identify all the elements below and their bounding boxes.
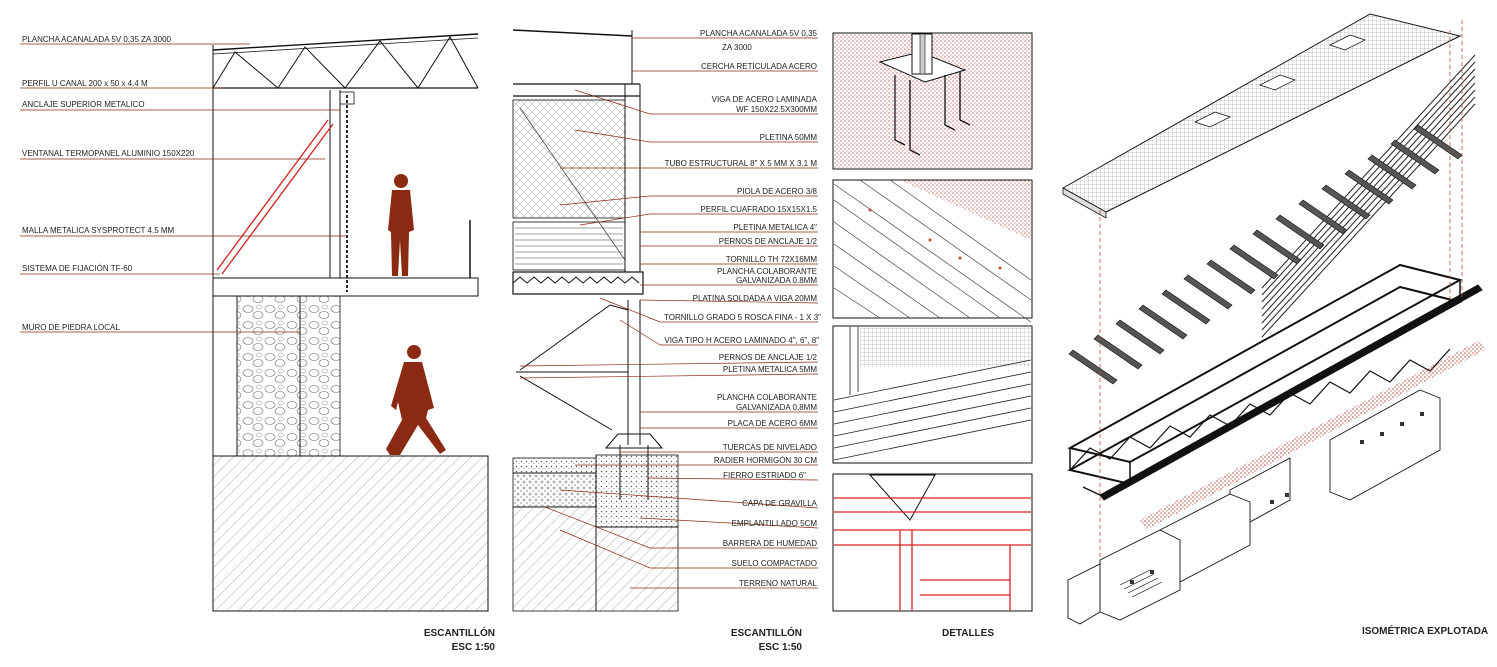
label-ventanal: VENTANAL TERMOPANEL ALUMINIO 150X220 xyxy=(22,149,195,158)
scale-escantillon-1: ESC 1:50 xyxy=(452,642,496,653)
window-red xyxy=(216,119,334,275)
label-pernos-2: PERNOS DE ANCLAJE 1/2 xyxy=(719,353,818,362)
stone-wall-inner xyxy=(299,295,341,457)
soil-hatch-right xyxy=(595,526,679,612)
composite-deck xyxy=(512,271,644,295)
guide-lines xyxy=(1099,20,1463,560)
section-1-escantillon: PLANCHA ACANALADA 5V 0,35 ZA 3000 PERFIL… xyxy=(20,33,496,653)
leader-lines-s1 xyxy=(20,43,347,333)
label-plancha-acanalada: PLANCHA ACANALADA 5V 0,35 ZA 3000 xyxy=(22,35,172,44)
mesh-panel xyxy=(512,99,626,219)
bracket-pieces xyxy=(1068,124,1463,385)
detail-anchor-plate xyxy=(832,32,1033,170)
label-perfil-u-canal: PERFIL U CANAL 200 x 50 x 4.4 M xyxy=(22,79,148,88)
ground-hatch xyxy=(212,455,489,612)
label-perfil-cuafrado: PERFIL CUAFRADO 15X15X1.5 xyxy=(700,205,817,214)
label-tornillo-th: TORNILLO TH 72X16MM xyxy=(726,255,818,264)
label-fierro: FIERRO ESTRIADO 6" xyxy=(723,471,806,480)
soil-hatch-left xyxy=(512,506,597,612)
building-walls xyxy=(1067,389,1441,625)
scale-escantillon-2: ESC 1:50 xyxy=(759,642,803,653)
roof-truss xyxy=(212,33,479,89)
section-3-detalles: DETALLES xyxy=(832,32,1033,639)
title-isometrica: ISOMÉTRICA EXPLOTADA xyxy=(1362,624,1488,637)
label-za-3000: ZA 3000 xyxy=(722,43,752,52)
label-suelo: SUELO COMPACTADO xyxy=(732,559,818,568)
truss-frame xyxy=(1067,263,1483,501)
label-radier: RADIER HORMIGÓN 30 CM xyxy=(714,456,817,465)
label-anclaje-superior: ANCLAJE SUPERIOR METALICO xyxy=(22,100,145,109)
floor-slab xyxy=(212,277,479,297)
label-terreno: TERRENO NATURAL xyxy=(739,579,818,588)
label-pletina-50: PLETINA 50MM xyxy=(760,133,818,142)
label-placa-acero: PLACA DE ACERO 6MM xyxy=(728,419,818,428)
title-escantillon-2: ESCANTILLÓN xyxy=(731,626,802,639)
red-mesh-strip xyxy=(1140,340,1485,530)
label-malla-metalica: MALLA METALICA SYSPROTECT 4.5 MM xyxy=(22,226,175,235)
label-tubo-estructural: TUBO ESTRUCTURAL 8" X 5 MM X 3.1 M xyxy=(665,159,818,168)
section-2-escantillon: PLANCHA ACANALADA 5V 0,35 ZA 3000 CERCHA… xyxy=(512,29,821,653)
label-gravilla: CAPA DE GRAVILLA xyxy=(742,499,818,508)
label-sistema-fijacion: SISTEMA DE FIJACIÓN TF-60 xyxy=(22,264,133,273)
label-pletina-4: PLETINA METALICA 4" xyxy=(733,223,817,232)
label-platina-soldada: PLATINA SOLDADA A VIGA 20MM xyxy=(693,294,818,303)
label-galvanizada-2: GALVANIZADA 0.8MM xyxy=(736,403,817,412)
label-galvanizada-1: GALVANIZADA 0.8MM xyxy=(736,276,817,285)
label-viga-tipo-h: VIGA TIPO H ACERO LAMINADO 4", 6", 8" xyxy=(664,336,819,345)
label-piola: PIOLA DE ACERO 3/8 xyxy=(737,187,818,196)
corrugated-roof-lines xyxy=(1261,54,1476,338)
label-muro-piedra: MURO DE PIEDRA LOCAL xyxy=(22,323,120,332)
human-figure-standing xyxy=(388,174,414,276)
label-barrera: BARRERA DE HUMEDAD xyxy=(723,539,817,548)
label-emplantillado: EMPLANTILLADO 5CM xyxy=(732,519,818,528)
leader-lines-s2 xyxy=(519,37,819,589)
title-detalles: DETALLES xyxy=(942,628,994,639)
footing xyxy=(595,454,679,528)
detail-metal-mesh xyxy=(832,325,1033,464)
detail-red-frame xyxy=(832,473,1033,612)
section-4-isometrica: ISOMÉTRICA EXPLOTADA xyxy=(1061,13,1488,637)
concrete-slab xyxy=(512,457,597,474)
label-viga-acero: VIGA DE ACERO LAMINADA xyxy=(712,95,818,104)
label-plancha-colab-1: PLANCHA COLABORANTE xyxy=(717,267,817,276)
label-tornillo-grado: TORNILLO GRADO 5 ROSCA FINA - 1 X 3" xyxy=(664,313,821,322)
gravel-layer xyxy=(512,472,597,508)
label-cercha: CERCHA RETICULADA ACERO xyxy=(701,62,817,71)
label-plancha-acanalada-2: PLANCHA ACANALADA 5V 0,35 xyxy=(700,29,818,38)
label-pletina-5: PLETINA METALICA 5MM xyxy=(723,365,817,374)
roof-panel xyxy=(1061,13,1462,219)
label-tuercas: TUERCAS DE NIVELADO xyxy=(723,443,817,452)
stone-wall xyxy=(236,295,301,457)
label-wf: WF 150X22.5X300MM xyxy=(736,105,817,114)
detail-corrugated-sheet xyxy=(832,179,1033,323)
human-figure-walking xyxy=(386,345,446,455)
title-escantillon-1: ESCANTILLÓN xyxy=(424,626,495,639)
label-plancha-colab-2: PLANCHA COLABORANTE xyxy=(717,393,817,402)
label-pernos-1: PERNOS DE ANCLAJE 1/2 xyxy=(719,237,818,246)
